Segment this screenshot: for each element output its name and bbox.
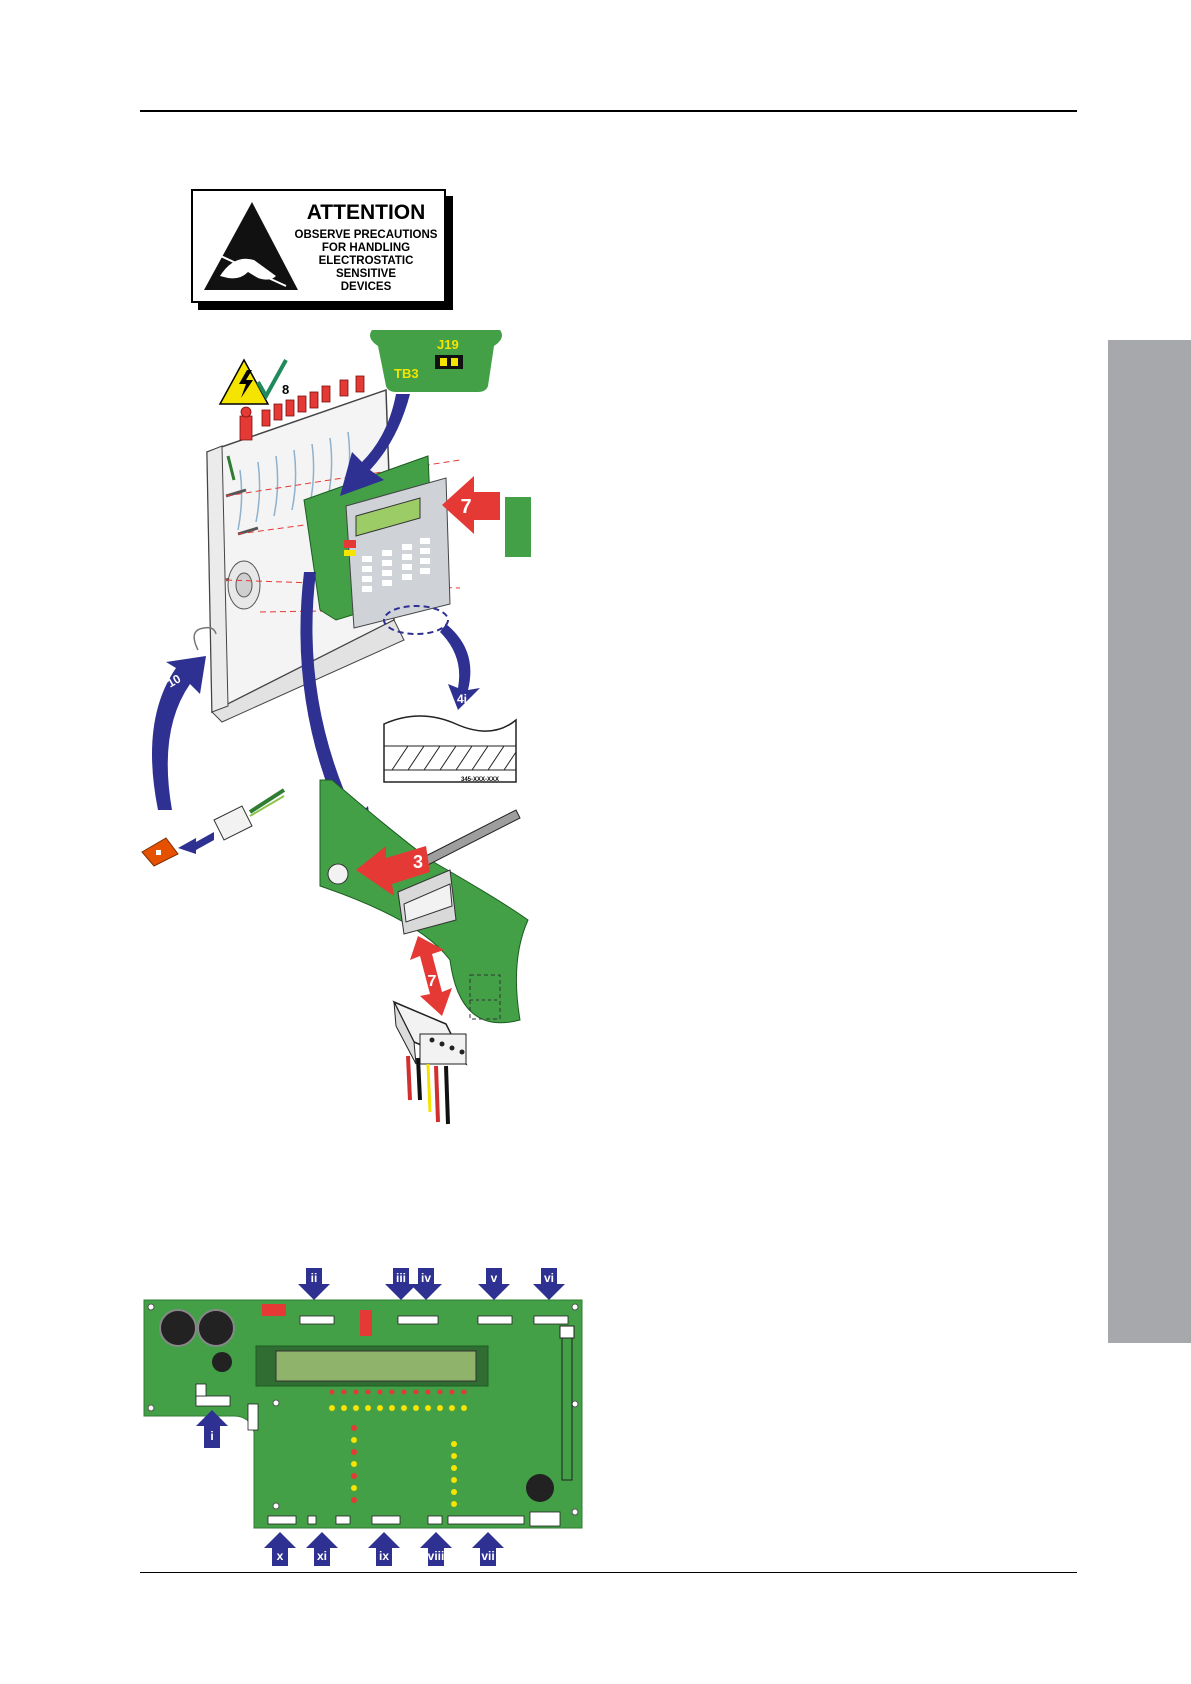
callout-arrow-vi: vi (533, 1268, 565, 1300)
attention-line: FOR HANDLING (322, 242, 410, 254)
label-detail: 345-XXX-XXX (384, 716, 516, 783)
pcb-layout-diagram: ii iii iv v vi i x xi ix viii vii (140, 1262, 590, 1572)
attention-line: DEVICES (341, 281, 392, 293)
step-10-arrow: 10 (152, 656, 206, 810)
attention-title: ATTENTION (307, 201, 426, 224)
step-7-panel-label: 7 (460, 496, 471, 518)
callout-i: i (210, 1429, 213, 1443)
attention-line: SENSITIVE (336, 268, 396, 280)
step-3-label: 3 (413, 852, 423, 872)
callout-iii: iii (396, 1271, 406, 1285)
power-warning-icon (220, 360, 268, 404)
side-tab (1108, 340, 1191, 1343)
callout-arrow-viii: viii (420, 1532, 452, 1566)
attention-line: ELECTROSTATIC (319, 255, 414, 267)
callout-arrow-xi: xi (306, 1532, 338, 1566)
footer-rule (140, 1572, 1077, 1573)
callout-vi: vi (544, 1271, 554, 1285)
label-code: 345-XXX-XXX (461, 777, 499, 783)
step-4i-label: 4i (457, 692, 467, 706)
buzzer (212, 1352, 232, 1372)
step-4i-arrow: 4i (440, 624, 480, 710)
callout-arrow-vii: vii (472, 1532, 504, 1566)
callout-iv: iv (421, 1271, 431, 1285)
psu-board (320, 780, 528, 1023)
ribbon-connector-end (560, 1326, 574, 1338)
callout-ii: ii (311, 1271, 318, 1285)
step-7-arrow: 7 (442, 476, 500, 534)
callout-arrow-x: x (264, 1532, 296, 1566)
callout-xi: xi (317, 1549, 327, 1563)
step-7-cable-label: 7 (428, 973, 437, 990)
installation-diagram: J19 TB3 8 (140, 325, 540, 1125)
callout-arrow-v: v (478, 1268, 510, 1300)
callout-arrow-ix: ix (368, 1532, 400, 1566)
transformer-2 (198, 1310, 234, 1346)
power-cable-connector (394, 1002, 466, 1124)
j19-label: J19 (437, 337, 459, 352)
callout-ix: ix (379, 1549, 389, 1563)
callout-v: v (491, 1271, 498, 1285)
red-component (360, 1310, 372, 1336)
tb3-label: TB3 (394, 366, 419, 381)
red-component (262, 1304, 286, 1316)
callout-x: x (277, 1549, 284, 1563)
callout-arrow-iv: iv (410, 1268, 442, 1300)
sounder (526, 1474, 554, 1502)
header-rule (140, 110, 1077, 112)
attention-line: OBSERVE PRECAUTIONS (295, 229, 438, 241)
step-8-label: 8 (282, 382, 289, 397)
callout-vii: vii (481, 1549, 494, 1563)
attention-esd-label: ATTENTION OBSERVE PRECAUTIONS FOR HANDLI… (190, 188, 456, 314)
connector-callout: J19 TB3 (370, 330, 502, 392)
transformer-1 (160, 1310, 196, 1346)
callout-arrow-ii: ii (298, 1268, 330, 1300)
callout-viii: viii (428, 1549, 445, 1563)
panel-insert (505, 497, 531, 557)
lcd-display (276, 1351, 476, 1381)
